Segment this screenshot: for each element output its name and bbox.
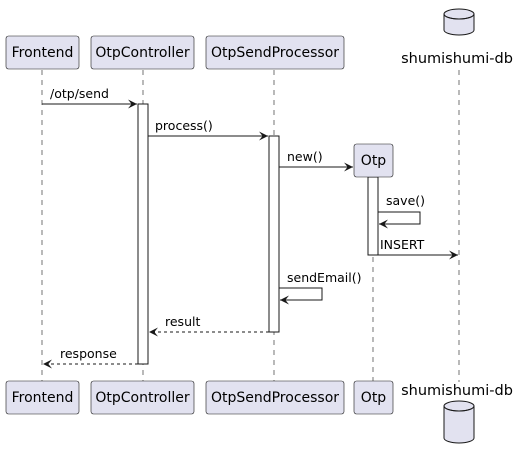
message-label: response [60,346,117,361]
message-label: new() [287,149,323,164]
message-label: sendEmail() [287,270,362,285]
lifelines [41,70,460,382]
activation-otpsendprocessor [268,135,280,333]
activations [137,103,379,365]
message-label: save() [386,193,425,208]
participant-label-otpcontroller-bottom: OtpController [95,390,190,406]
participant-label-otpcontroller: OtpController [95,45,190,61]
participant-label-otpsendprocessor: OtpSendProcessor [211,45,339,61]
participant-label-frontend: Frontend [12,45,74,61]
database-icon [443,8,475,36]
participant-box-otpsendprocessor[interactable] [205,35,345,70]
message-label: INSERT [380,237,425,252]
message-label: process() [155,118,213,133]
participants-top: Frontend OtpController OtpSendProcessor … [5,8,513,70]
participant-label-db: shumishumi-db [401,51,513,67]
participant-box-otp-bottom[interactable] [353,380,394,415]
created-participant-otp: Otp [353,143,394,178]
participant-box-frontend-bottom[interactable] [5,380,80,415]
message-arrow [279,287,323,305]
participant-box-otpsendprocessor-bottom[interactable] [205,380,345,415]
participant-label-db-bottom: shumishumi-db [401,383,513,399]
participant-box-frontend[interactable] [5,35,80,70]
participant-label-frontend-bottom: Frontend [12,390,74,406]
participants-bottom: Frontend OtpController OtpSendProcessor … [5,380,513,444]
database-icon [443,400,475,444]
participant-label-otpsendprocessor-bottom: OtpSendProcessor [211,390,339,406]
activation-otpcontroller [137,103,149,365]
message-label: result [165,314,200,329]
participant-box-otpcontroller-bottom[interactable] [90,380,195,415]
participant-box-otp[interactable] [353,143,394,178]
messages [42,99,458,369]
message-labels: /otp/send process() new() save() INSERT … [50,86,425,361]
message-arrow [378,211,421,229]
participant-box-otpcontroller[interactable] [90,35,195,70]
participant-label-otp-bottom: Otp [361,390,387,406]
participant-label-otp: Otp [361,153,387,169]
message-label: /otp/send [50,86,109,101]
activation-otp [367,176,379,256]
